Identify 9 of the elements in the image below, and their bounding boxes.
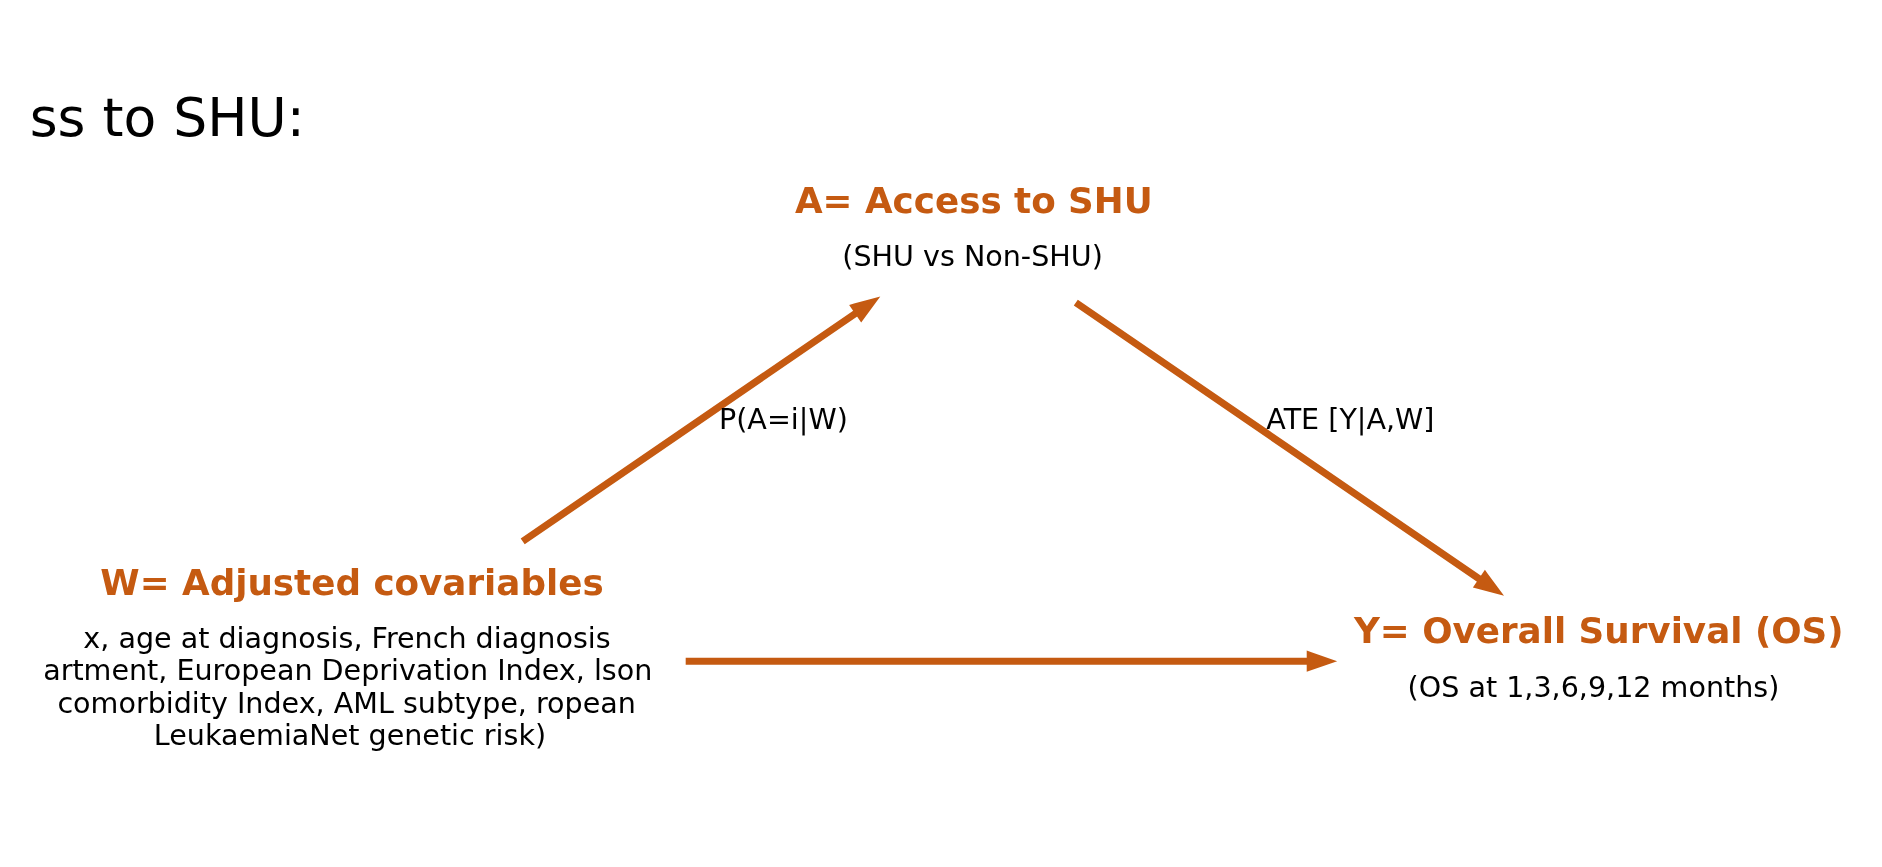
node-text: W= Adjusted covariables x, age at diagnosis, French diagnosis artment, European Deprivation Index, lson comorbidity Index, AML subtype, ropean LeukaemiaNet genetic risk) [43,562,653,752]
node-text: Y= Overall Survival (OS) (OS at 1,3,6,9,12 months) [1353,610,1844,704]
edge-label: ATE [Y|A,W] [1266,401,1435,436]
diagram-title: ss to SHU: [29,86,305,150]
edge-label: P(A=i|W) [719,401,848,436]
node-text: A= Access to SHU (SHU vs Non-SHU) [795,179,1153,274]
arrow [685,650,1338,672]
arrow [520,296,881,545]
arrow [1073,299,1505,596]
